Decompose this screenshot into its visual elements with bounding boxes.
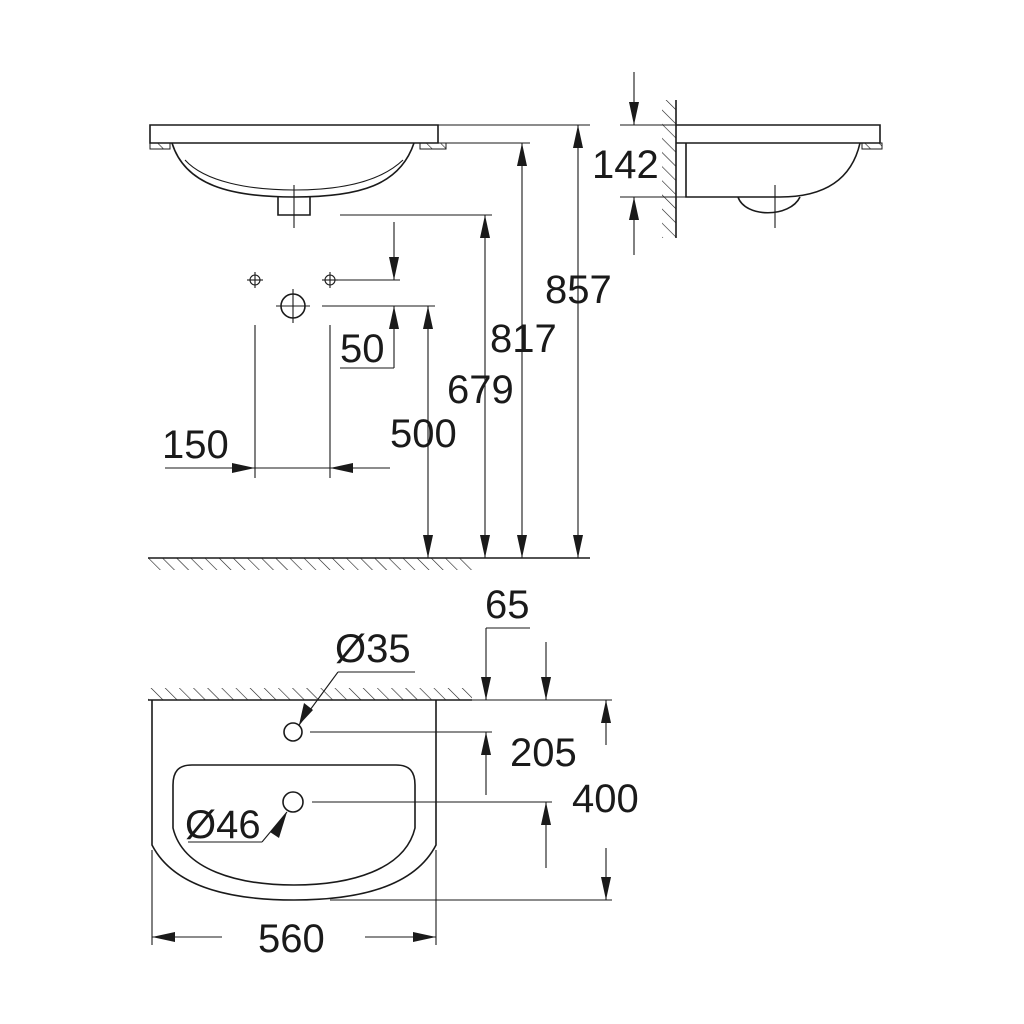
dim-500: 500: [390, 412, 457, 456]
dim-dia46: Ø46: [185, 803, 261, 847]
dim-560: 560: [258, 917, 325, 961]
front-view-basin: [149, 124, 590, 228]
top-view-basin: [148, 688, 612, 901]
floor-line: [148, 557, 590, 570]
dim-400: 400: [572, 777, 639, 821]
dim-150: 150: [162, 423, 229, 467]
dim-679: 679: [447, 368, 514, 412]
side-view-basin: [620, 72, 883, 255]
dim-50: 50: [340, 327, 385, 371]
dim-817: 817: [490, 317, 557, 361]
dimension-labels-front: 857 817 679 500 50 150: [162, 268, 612, 467]
dim-142: 142: [592, 143, 659, 187]
dim-65: 65: [485, 583, 530, 627]
dim-857: 857: [545, 268, 612, 312]
hole-marks: [247, 272, 338, 323]
dimension-labels-top: 65 Ø35 205 400 Ø46 560: [185, 583, 639, 961]
dim-205: 205: [510, 731, 577, 775]
dim-dia35: Ø35: [335, 627, 411, 671]
dimension-lines-top: [151, 627, 611, 945]
dimension-lines-front: [165, 125, 583, 558]
